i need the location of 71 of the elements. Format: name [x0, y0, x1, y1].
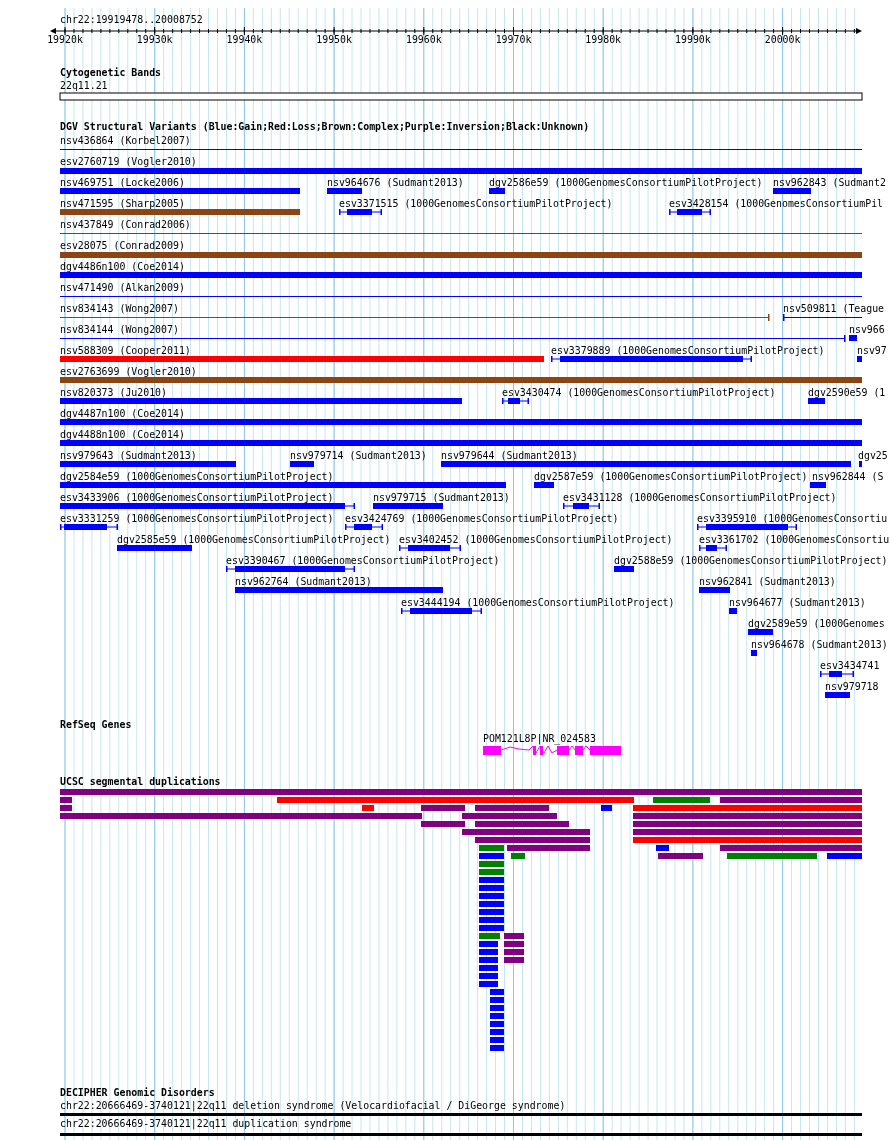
feature-label: nsv820373 (Ju2010)	[60, 387, 167, 398]
feature-label: dgv2584e59 (1000GenomesConsortiumPilotProject)	[60, 471, 334, 482]
tick-label: 19970k	[495, 34, 532, 45]
feature-label: nsv588309 (Cooper2011)	[60, 345, 191, 356]
feature-label: esv3424769 (1000GenomesConsortiumPilotProject)	[345, 513, 619, 524]
feature-label: dgv2588e59 (1000GenomesConsortiumPilotProject)	[614, 555, 888, 566]
feature-label: dgv2587e59 (1000GenomesConsortiumPilotProject)	[534, 471, 808, 482]
feature-label: nsv964678 (Sudmant2013)	[751, 639, 888, 650]
feature-label: esv3371515 (1000GenomesConsortiumPilotProject)	[339, 198, 613, 209]
feature-label: dgv4488n100 (Coe2014)	[60, 429, 185, 440]
feature-label: esv3331259 (1000GenomesConsortiumPilotProject)	[60, 513, 334, 524]
feature-label: esv2763699 (Vogler2010)	[60, 366, 197, 377]
track-title: Cytogenetic Bands	[60, 67, 162, 78]
track-title: UCSC segmental duplications	[60, 776, 221, 787]
feature-label: esv3430474 (1000GenomesConsortiumPilotProject)	[502, 387, 776, 398]
feature-label: esv3444194 (1000GenomesConsortiumPilotProject)	[401, 597, 675, 608]
feature-label: esv2760719 (Vogler2010)	[60, 156, 197, 167]
feature-label: nsv979718	[825, 681, 879, 692]
feature-label: dgv2589e59 (1000Genomes	[748, 618, 885, 629]
track-title: DECIPHER Genomic Disorders	[60, 1087, 215, 1098]
feature-label: nsv979714 (Sudmant2013)	[290, 450, 427, 461]
feature-label: dgv2585e59 (1000GenomesConsortiumPilotProject)	[117, 534, 391, 545]
feature-label: esv3379889 (1000GenomesConsortiumPilotProject)	[551, 345, 825, 356]
feature-label: nsv962764 (Sudmant2013)	[235, 576, 372, 587]
track-title: DGV Structural Variants (Blue:Gain;Red:Loss;Brown:Complex;Purple:Inversion;Black:Unknown)	[60, 121, 590, 132]
feature-label: nsv979643 (Sudmant2013)	[60, 450, 197, 461]
feature-label: nsv962843 (Sudmant2	[773, 177, 886, 188]
feature-label: nsv437849 (Conrad2006)	[60, 219, 191, 230]
disorder-label: chr22:20666469-3740121|22q11 deletion syndrome (Velocardiofacial / DiGeorge syndrome)	[60, 1100, 566, 1111]
tick-label: 19990k	[675, 34, 711, 45]
feature-label: esv3433906 (1000GenomesConsortiumPilotProject)	[60, 492, 334, 503]
tick-label: 19980k	[585, 34, 621, 45]
feature-label: esv3402452 (1000GenomesConsortiumPilotProject)	[399, 534, 673, 545]
feature-label: nsv471490 (Alkan2009)	[60, 282, 185, 293]
feature-label: esv3431128 (1000GenomesConsortiumPilotProject)	[563, 492, 837, 503]
band-label: 22q11.21	[60, 80, 108, 91]
feature-label: nsv469751 (Locke2006)	[60, 177, 185, 188]
feature-label: esv3361702 (1000GenomesConsortiu	[699, 534, 890, 545]
tick-label: 19950k	[316, 34, 352, 45]
gene-label: POM121L8P|NR_024583	[483, 733, 596, 744]
disorder-label: chr22:20666469-3740121|22q11 duplication syndrome	[60, 1118, 352, 1129]
feature-label: dgv4486n100 (Coe2014)	[60, 261, 185, 272]
feature-label: nsv834143 (Wong2007)	[60, 303, 179, 314]
feature-label: nsv962844 (S	[812, 471, 884, 482]
feature-label: esv3434741	[820, 660, 880, 671]
feature-label: nsv509811 (Teague	[783, 303, 885, 314]
feature-label: nsv966	[849, 324, 885, 335]
feature-label: nsv979644 (Sudmant2013)	[441, 450, 578, 461]
position-label: chr22:19919478..20008752	[60, 14, 203, 25]
feature-label: dgv25	[858, 450, 888, 461]
feature-label: nsv97	[857, 345, 887, 356]
tick-label: 19940k	[226, 34, 263, 45]
feature-label: nsv962841 (Sudmant2013)	[699, 576, 836, 587]
feature-label: dgv2590e59 (1	[808, 387, 886, 398]
feature-label: esv28075 (Conrad2009)	[60, 240, 185, 251]
tick-label: 19930k	[136, 34, 173, 45]
feature-label: esv3428154 (1000GenomesConsortiumPil	[669, 198, 884, 209]
feature-label: esv3395910 (1000GenomesConsortiu	[697, 513, 888, 524]
tick-label: 19920k	[47, 34, 83, 45]
feature-label: nsv964676 (Sudmant2013)	[327, 177, 464, 188]
feature-label: esv3390467 (1000GenomesConsortiumPilotProject)	[226, 555, 500, 566]
tick-label: 19960k	[405, 34, 442, 45]
feature-label: nsv834144 (Wong2007)	[60, 324, 179, 335]
feature-label: nsv436864 (Korbel2007)	[60, 135, 191, 146]
track-title: RefSeq Genes	[60, 719, 132, 730]
tick-label: 20000k	[764, 34, 801, 45]
feature-label: dgv4487n100 (Coe2014)	[60, 408, 185, 419]
feature-label: nsv979715 (Sudmant2013)	[373, 492, 510, 503]
feature-label: nsv964677 (Sudmant2013)	[729, 597, 866, 608]
feature-label: nsv471595 (Sharp2005)	[60, 198, 185, 209]
feature-label: dgv2586e59 (1000GenomesConsortiumPilotProject)	[489, 177, 763, 188]
